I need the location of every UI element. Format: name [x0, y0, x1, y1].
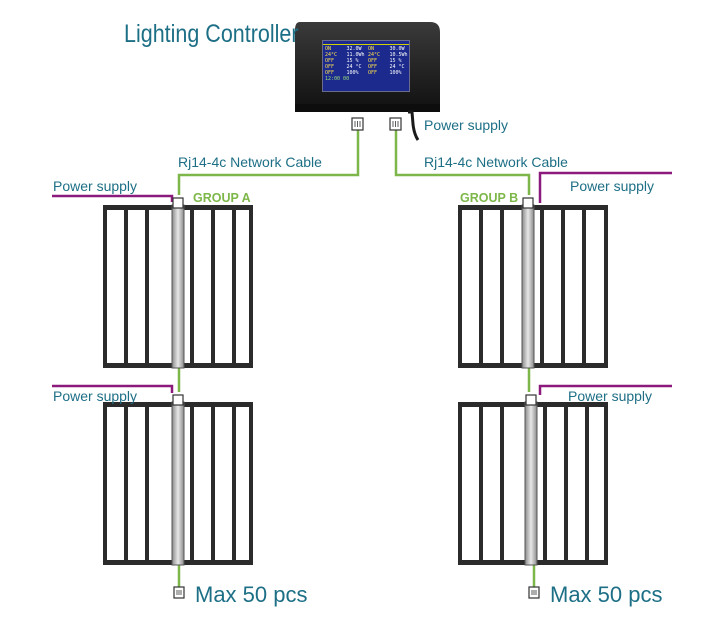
led-bar	[540, 205, 544, 368]
led-bar	[145, 205, 149, 368]
led-bar	[211, 402, 215, 565]
led-bar	[249, 205, 253, 368]
network-cable-left-label: Rj14-4c Network Cable	[178, 154, 322, 170]
led-bar	[458, 402, 462, 565]
led-bar	[190, 205, 194, 368]
led-bar	[458, 205, 462, 368]
screen-cell: OFF	[325, 64, 335, 70]
fixture-center-driver	[521, 204, 535, 369]
led-bar	[582, 205, 586, 368]
led-bar	[479, 205, 483, 368]
screen-cell: OFF	[368, 58, 378, 64]
screen-footer: 12:00 00	[325, 76, 350, 82]
screen-cell: ON	[368, 46, 375, 52]
screen-cell: 32.0W	[346, 46, 362, 52]
screen-row: OFF 24 °C OFF 24 °C	[323, 64, 409, 70]
screen-cell: 24 °C	[389, 64, 405, 70]
rj14-connector-icon	[522, 197, 534, 209]
screen-cell: 15 %	[346, 58, 359, 64]
led-bar	[604, 205, 608, 368]
power-supply-b2-label: Power supply	[568, 388, 653, 404]
led-bar	[561, 205, 565, 368]
power-supply-a2-label: Power supply	[53, 388, 138, 404]
screen-row: ON 32.0W ON 30.0W	[323, 46, 409, 52]
rj14-connector-icon	[525, 394, 537, 406]
max-units-right-label: Max 50 pcs	[550, 582, 663, 607]
screen-cell: 24°C	[368, 52, 381, 58]
power-supply-b1-label: Power supply	[570, 178, 655, 194]
screen-row: OFF 100% OFF 100%	[323, 70, 409, 76]
network-cable-right-label: Rj14-4c Network Cable	[424, 154, 568, 170]
led-bar	[190, 402, 194, 565]
rj14-connector-icon	[173, 586, 185, 599]
fixture-group-b-1	[458, 197, 608, 369]
led-bar	[500, 402, 504, 565]
led-bar	[479, 402, 483, 565]
led-bar	[232, 205, 236, 368]
screen-cell: 100%	[389, 70, 402, 76]
screen-cell: 30.0W	[389, 46, 405, 52]
led-bar	[103, 402, 107, 565]
led-bar	[249, 402, 253, 565]
led-bar	[103, 205, 107, 368]
screen-cell: OFF	[368, 64, 378, 70]
screen-row: OFF 15 % OFF 15 %	[323, 58, 409, 64]
power-supply-controller-label: Power supply	[424, 117, 509, 133]
power-cable-group-a-2	[52, 384, 174, 393]
fixture-center-driver	[524, 401, 538, 566]
power-cable-group-b-2	[538, 384, 672, 395]
screen-divider	[323, 41, 409, 45]
led-bar	[604, 402, 608, 565]
led-bar	[564, 402, 568, 565]
power-plug-icon	[408, 110, 420, 141]
fixture-group-b-2	[458, 394, 608, 566]
rj14-connector-icon	[172, 394, 184, 406]
led-bar	[211, 205, 215, 368]
screen-cell: 24 °C	[346, 64, 362, 70]
screen-cell: OFF	[368, 70, 378, 76]
led-bar	[543, 402, 547, 565]
led-bar	[145, 402, 149, 565]
led-bar	[232, 402, 236, 565]
diagram-title: Lighting Controller	[124, 20, 299, 48]
screen-cell: 11.0Wh	[346, 52, 365, 58]
led-bar	[124, 402, 128, 565]
power-supply-a1-label: Power supply	[53, 178, 138, 194]
power-cable-group-b-1	[538, 171, 672, 203]
network-cable-left	[177, 128, 360, 195]
power-cable-group-a-1	[52, 194, 174, 202]
group-a-label: GROUP A	[193, 191, 251, 205]
rj14-connector-icon	[389, 117, 402, 131]
screen-cell: 10.5Wh	[389, 52, 408, 58]
rj14-connector-icon	[351, 117, 364, 131]
led-bar	[124, 205, 128, 368]
rj14-connector-icon	[172, 197, 184, 209]
fixture-group-a-2	[103, 394, 253, 566]
led-bar	[500, 205, 504, 368]
screen-cell: OFF	[325, 70, 335, 76]
rj14-connector-icon	[528, 586, 540, 599]
group-b-label: GROUP B	[460, 191, 519, 205]
fixture-center-driver	[171, 204, 185, 369]
fixture-group-a-1	[103, 197, 253, 369]
fixture-center-driver	[171, 401, 185, 566]
screen-cell: 24°C	[325, 52, 338, 58]
network-cable-right	[394, 128, 531, 195]
screen-cell: 100%	[346, 70, 359, 76]
screen-cell: ON	[325, 46, 332, 52]
led-bar	[585, 402, 589, 565]
screen-cell: 15 %	[389, 58, 402, 64]
screen-cell: OFF	[325, 58, 335, 64]
max-units-left-label: Max 50 pcs	[195, 582, 308, 607]
